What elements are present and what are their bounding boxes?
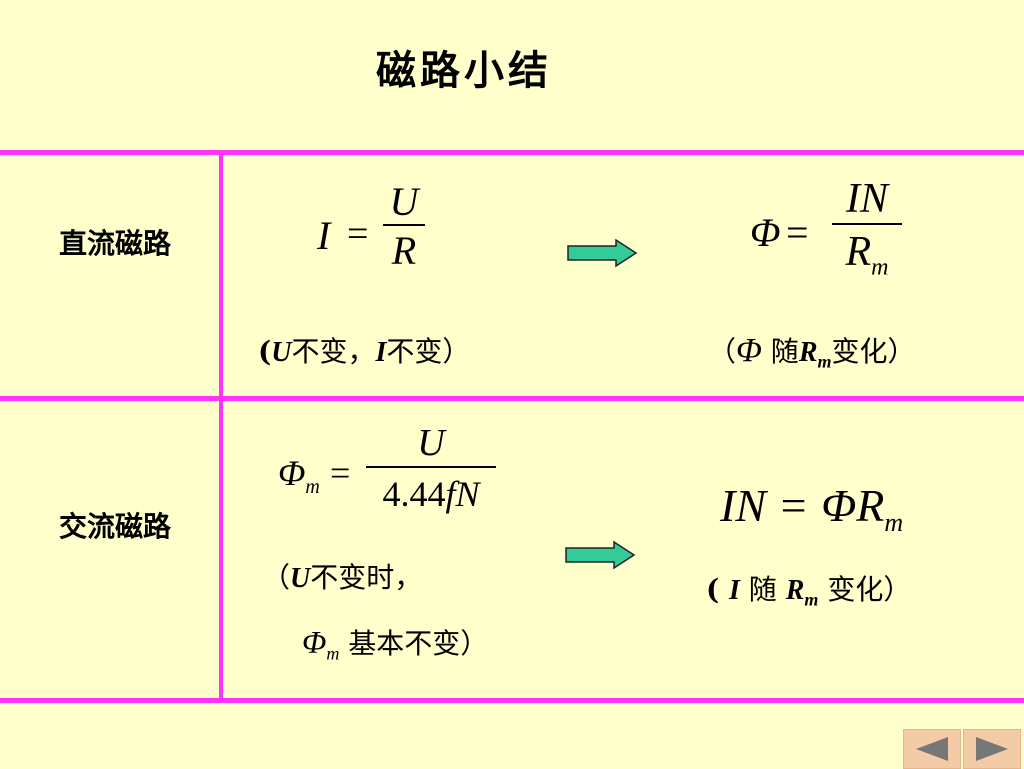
divider-middle xyxy=(0,396,1024,401)
note-dc-right: （Φ 随Rm变化） xyxy=(708,332,916,372)
divider-top xyxy=(0,150,1024,155)
formula-ampere-ac: IN = ΦRm xyxy=(720,480,904,538)
slide-title: 磁路小结 xyxy=(376,47,552,94)
arrow-right-icon xyxy=(565,540,636,570)
triangle-left-icon xyxy=(916,737,948,761)
note-ac-left-line2: Φm 基本不变） xyxy=(302,624,489,664)
triangle-right-icon xyxy=(976,737,1008,761)
row-label-ac: 交流磁路 xyxy=(58,510,171,543)
prev-slide-button[interactable] xyxy=(903,729,961,769)
note-ac-left-line1: （U不变时， xyxy=(262,561,423,594)
next-slide-button[interactable] xyxy=(963,729,1021,769)
divider-vertical xyxy=(219,152,223,700)
arrow-right-icon xyxy=(567,238,638,268)
note-dc-left: (U不变，I不变） xyxy=(258,335,471,368)
formula-ohm: I = U R xyxy=(315,180,425,290)
formula-flux-dc: Φ = IN Rm xyxy=(748,175,908,300)
note-ac-right: ( I 随 Rm 变化） xyxy=(706,573,912,610)
divider-bottom xyxy=(0,698,1024,703)
formula-flux-ac: Φm = U 4.44fN xyxy=(278,420,508,530)
row-label-dc: 直流磁路 xyxy=(58,227,171,260)
